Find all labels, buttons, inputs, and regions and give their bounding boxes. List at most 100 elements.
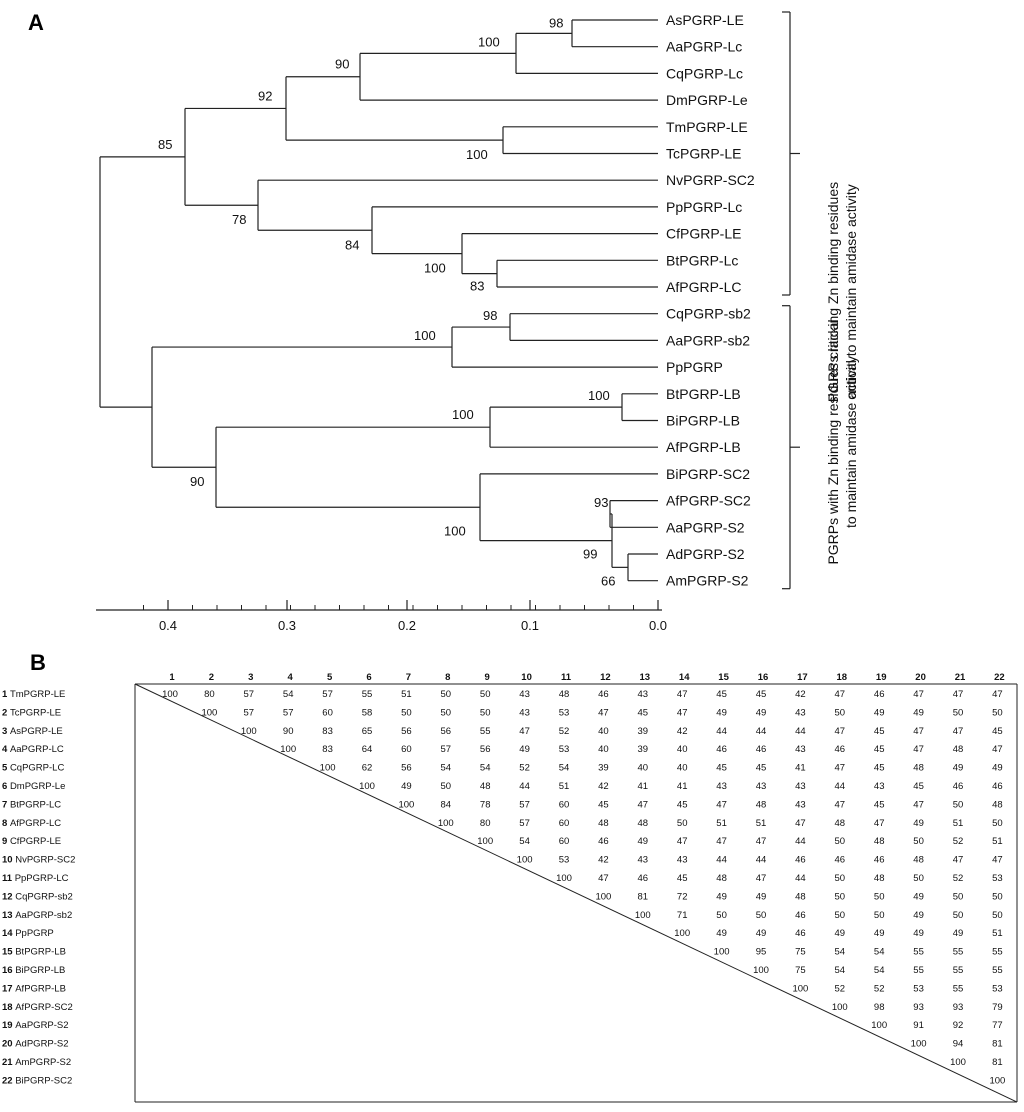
matrix-cell: 100 <box>477 836 493 847</box>
matrix-cell: 55 <box>953 965 964 976</box>
matrix-cell: 50 <box>441 781 452 792</box>
matrix-cell: 100 <box>674 928 690 939</box>
matrix-cell: 49 <box>874 928 885 939</box>
matrix-cell: 47 <box>598 873 609 884</box>
matrix-cell: 49 <box>913 818 924 829</box>
matrix-cell: 49 <box>638 836 649 847</box>
matrix-cell: 45 <box>874 744 885 755</box>
matrix-cell: 54 <box>283 689 294 700</box>
matrix-cell: 50 <box>835 891 846 902</box>
matrix-cell: 55 <box>953 983 964 994</box>
matrix-cell: 47 <box>716 836 727 847</box>
matrix-cell: 44 <box>756 855 767 866</box>
matrix-row-label: 21 AmPGRP-S2 <box>2 1057 71 1068</box>
matrix-cell: 39 <box>638 744 649 755</box>
matrix-cell: 45 <box>716 763 727 774</box>
tree-leaf-label: DmPGRP-Le <box>666 92 748 108</box>
bootstrap-value: 100 <box>424 261 446 276</box>
matrix-cell: 47 <box>756 836 767 847</box>
matrix-cell: 48 <box>874 873 885 884</box>
matrix-cell: 50 <box>953 910 964 921</box>
bootstrap-value: 100 <box>414 328 436 343</box>
matrix-cell: 52 <box>835 983 846 994</box>
matrix-cell: 100 <box>556 873 572 884</box>
matrix-column-header: 22 <box>994 672 1005 683</box>
matrix-cell: 54 <box>835 947 846 958</box>
matrix-cell: 46 <box>874 855 885 866</box>
matrix-cell: 47 <box>638 799 649 810</box>
matrix-cell: 42 <box>795 689 806 700</box>
matrix-cell: 56 <box>401 726 412 737</box>
matrix-cell: 43 <box>756 781 767 792</box>
matrix-cell: 44 <box>795 873 806 884</box>
matrix-cell: 46 <box>795 928 806 939</box>
matrix-cell: 49 <box>992 763 1003 774</box>
bootstrap-value: 78 <box>232 212 246 227</box>
matrix-cell: 100 <box>438 818 454 829</box>
matrix-cell: 51 <box>756 818 767 829</box>
matrix-cell: 40 <box>638 763 649 774</box>
matrix-cell: 50 <box>953 891 964 902</box>
matrix-cell: 45 <box>992 726 1003 737</box>
matrix-cell: 47 <box>953 726 964 737</box>
matrix-cell: 42 <box>598 781 609 792</box>
phylogenetic-tree: A AsPGRP-LEAaPGRP-LcCqPGRP-LcDmPGRP-LeTm… <box>28 10 859 633</box>
matrix-cell: 56 <box>401 763 412 774</box>
group-label-1-line2: critical to maintain amidase activity <box>843 184 859 400</box>
matrix-cell: 50 <box>992 818 1003 829</box>
matrix-cell: 53 <box>559 744 570 755</box>
matrix-cell: 58 <box>362 707 373 718</box>
scale-tick-label: 0.2 <box>398 618 416 633</box>
matrix-column-header: 16 <box>758 672 769 683</box>
matrix-cell: 49 <box>716 707 727 718</box>
matrix-cell: 47 <box>835 726 846 737</box>
matrix-cell: 55 <box>913 947 924 958</box>
scale-tick-label: 0.1 <box>521 618 539 633</box>
matrix-cell: 57 <box>519 818 530 829</box>
matrix-cell: 43 <box>795 744 806 755</box>
matrix-cell: 45 <box>756 689 767 700</box>
bootstrap-value: 93 <box>594 495 608 510</box>
matrix-cell: 100 <box>398 799 414 810</box>
matrix-cell: 45 <box>716 689 727 700</box>
matrix-cell: 46 <box>638 873 649 884</box>
matrix-cell: 50 <box>992 910 1003 921</box>
matrix-cell: 43 <box>677 855 688 866</box>
matrix-cell: 83 <box>322 726 333 737</box>
panel-b-label: B <box>30 650 46 675</box>
matrix-cell: 49 <box>913 891 924 902</box>
matrix-cell: 43 <box>519 689 530 700</box>
bootstrap-value: 100 <box>588 388 610 403</box>
matrix-cell: 52 <box>559 726 570 737</box>
matrix-cell: 44 <box>519 781 530 792</box>
matrix-cell: 43 <box>795 707 806 718</box>
matrix-cell: 44 <box>716 726 727 737</box>
matrix-cell: 50 <box>441 689 452 700</box>
matrix-cell: 45 <box>913 781 924 792</box>
matrix-cell: 47 <box>598 707 609 718</box>
matrix-cell: 50 <box>913 873 924 884</box>
tree-leaf-label: AfPGRP-LC <box>666 279 741 295</box>
matrix-cell: 50 <box>756 910 767 921</box>
matrix-cell: 57 <box>519 799 530 810</box>
matrix-cell: 50 <box>874 891 885 902</box>
matrix-cell: 48 <box>835 818 846 829</box>
matrix-cell: 41 <box>795 763 806 774</box>
matrix-cell: 60 <box>559 836 570 847</box>
matrix-row-label: 18 AfPGRP-SC2 <box>2 1002 73 1013</box>
matrix-cell: 47 <box>835 763 846 774</box>
matrix-cell: 43 <box>638 689 649 700</box>
matrix-cell: 52 <box>953 836 964 847</box>
matrix-cell: 41 <box>638 781 649 792</box>
matrix-cell: 71 <box>677 910 688 921</box>
matrix-cell: 100 <box>517 855 533 866</box>
matrix-column-header: 8 <box>445 672 450 683</box>
matrix-cell: 75 <box>795 965 806 976</box>
matrix-cell: 92 <box>953 1020 964 1031</box>
matrix-cell: 46 <box>716 744 727 755</box>
matrix-cell: 55 <box>362 689 373 700</box>
matrix-cell: 65 <box>362 726 373 737</box>
matrix-cell: 43 <box>795 799 806 810</box>
matrix-cell: 47 <box>992 689 1003 700</box>
